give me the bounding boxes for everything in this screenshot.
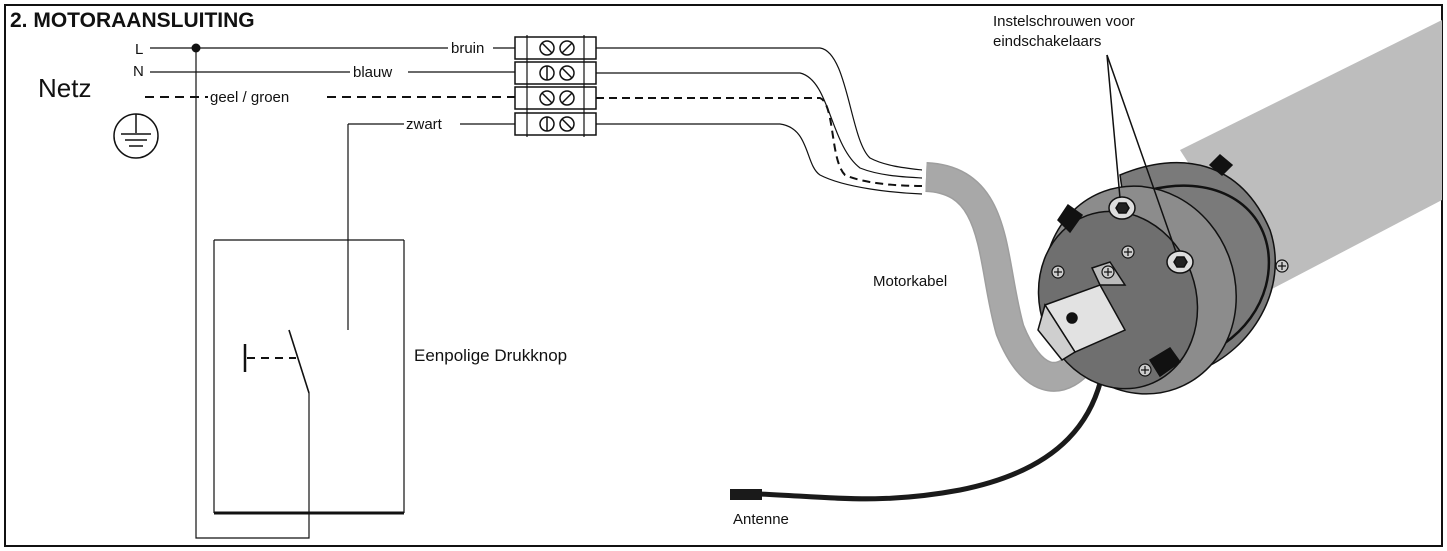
line-L-label: L	[135, 41, 143, 58]
motor-cable-label: Motorkabel	[873, 273, 947, 290]
screws-callout-lines	[1106, 54, 1177, 253]
phillips-screw-icons	[1051, 245, 1289, 377]
antenna-label: Antenne	[733, 511, 789, 528]
wire-black-label: zwart	[406, 116, 443, 133]
antenna-tip	[730, 489, 762, 500]
line-N-label: N	[133, 63, 144, 80]
screws-label-line2: eindschakelaars	[993, 33, 1101, 50]
switch-label: Eenpolige Drukknop	[414, 346, 567, 365]
diagram-border	[4, 4, 1443, 547]
wire-blue-label: blauw	[353, 64, 392, 81]
wire-L-to-switch	[195, 48, 310, 539]
wire-brown-label: bruin	[451, 40, 484, 57]
ground-icon	[113, 113, 159, 159]
antenna-cable	[759, 349, 1109, 502]
diagram-title: 2. MOTORAANSLUITING	[10, 9, 255, 32]
terminal-block	[514, 35, 597, 137]
motor-wires	[596, 47, 923, 195]
terminal-screw-icons	[539, 40, 575, 132]
mains-label: Netz	[38, 73, 91, 103]
wire-earth-label: geel / groen	[210, 89, 289, 106]
push-button-switch	[213, 239, 405, 515]
adjustment-screw-icons	[1108, 196, 1194, 274]
screws-label-line1: Instelschrouwen voor	[993, 13, 1135, 30]
motor-head	[1037, 153, 1276, 395]
